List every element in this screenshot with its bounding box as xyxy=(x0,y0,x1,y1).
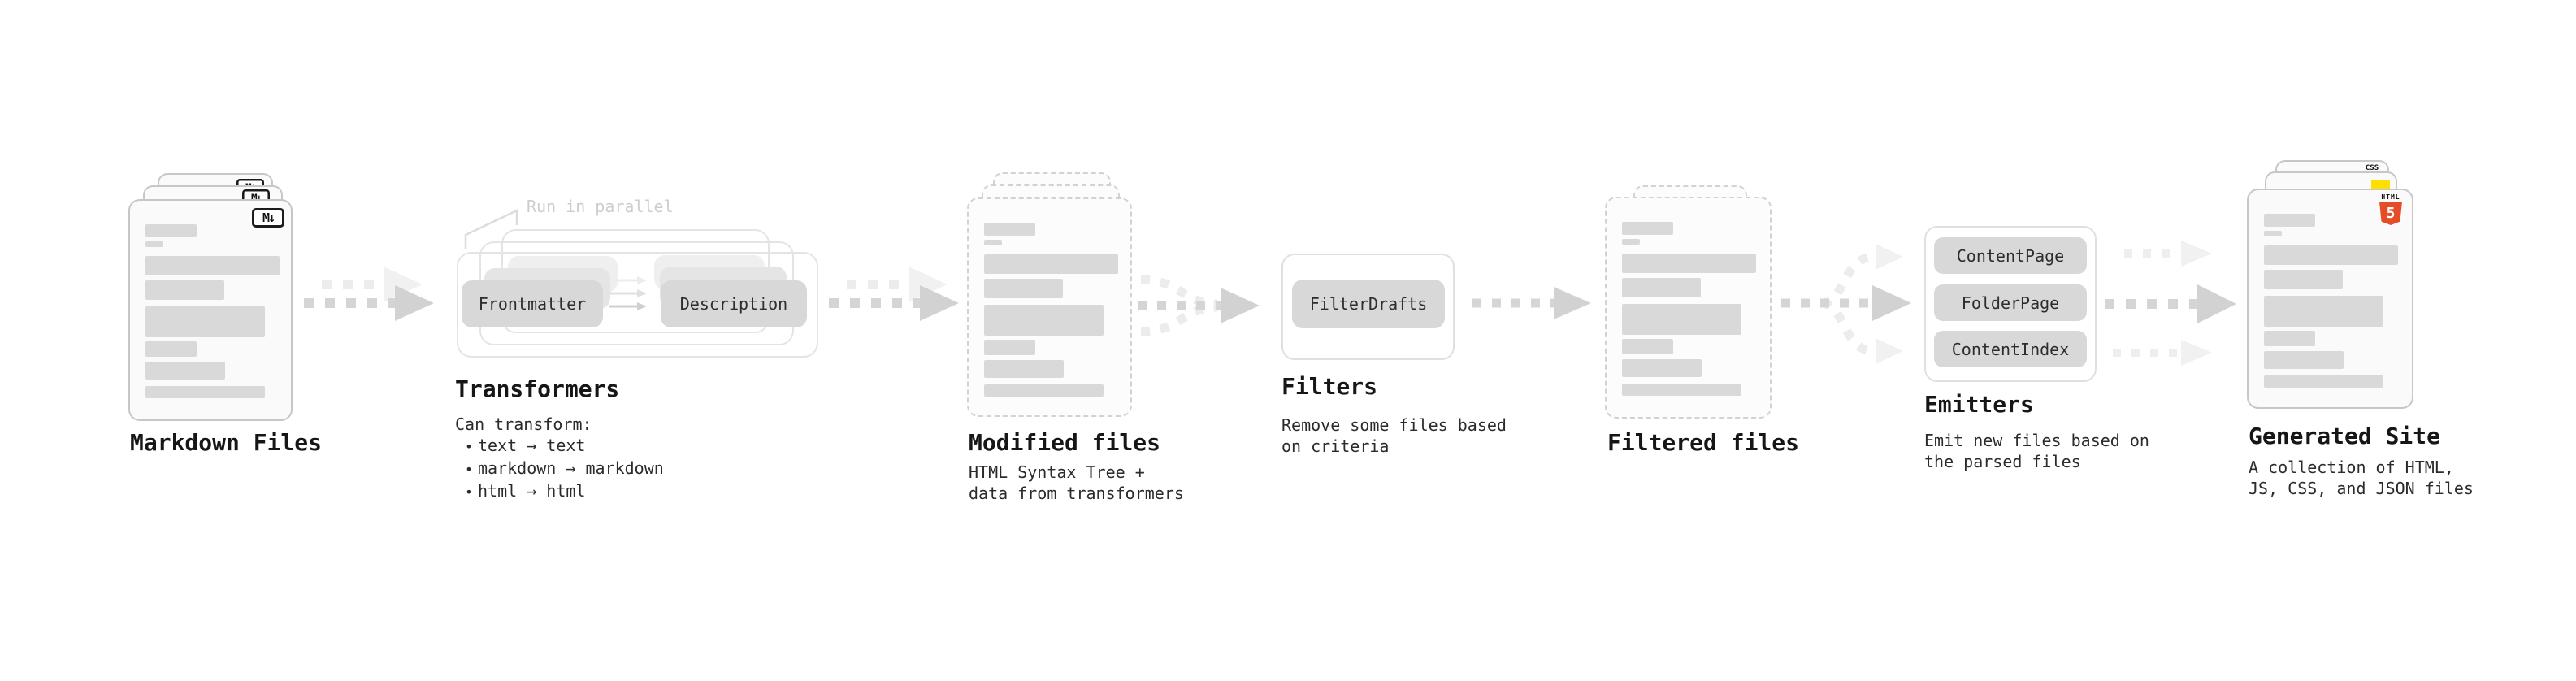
emitter-pill-contentpage: ContentPage xyxy=(1934,237,2087,274)
skeleton-bars xyxy=(2249,190,2412,407)
transformer-pill-description: Description xyxy=(661,280,807,327)
stage-label: Markdown Files xyxy=(130,429,323,456)
skeleton-bars xyxy=(1607,198,1770,417)
parallel-arrows-icon xyxy=(609,276,647,310)
stage-label: Filtered files xyxy=(1607,429,1800,456)
bullet-item: •html → html xyxy=(465,481,586,501)
emitter-pill-folderpage: FolderPage xyxy=(1934,284,2087,321)
transformer-pill-frontmatter: Frontmatter xyxy=(462,280,603,327)
annotation-run-in-parallel: Run in parallel xyxy=(527,197,674,216)
stage-label: Filters xyxy=(1281,373,1378,400)
bullet-item: •markdown → markdown xyxy=(465,458,664,478)
flow-arrow-dual xyxy=(304,267,434,321)
annotation-leader-line xyxy=(464,209,518,249)
transformer-run-frame xyxy=(457,252,818,358)
document-card: HTML 5 xyxy=(2247,189,2413,409)
stage-label: Generated Site xyxy=(2249,423,2441,449)
emitter-pill-contentindex: ContentIndex xyxy=(1934,331,2087,367)
flow-arrow-single xyxy=(1472,287,1591,319)
flow-arrow-merge xyxy=(1138,275,1260,336)
markdown-file-icon: M↓ xyxy=(252,208,284,228)
stage-caption: Emit new files based on the parsed files xyxy=(1924,431,2149,471)
stage-caption: Remove some files based on criteria xyxy=(1281,415,1507,456)
stage-caption: A collection of HTML, JS, CSS, and JSON … xyxy=(2249,458,2474,498)
flow-arrow-triple xyxy=(2105,241,2236,366)
flow-arrow-split xyxy=(1781,244,1911,364)
skeleton-bars xyxy=(969,199,1130,415)
html5-icon: HTML 5 xyxy=(2379,193,2403,225)
document-card: M↓ xyxy=(128,199,293,421)
transform-bullet-list: •text → text •markdown → markdown •html … xyxy=(460,435,664,503)
stage-label: Transformers xyxy=(455,375,620,402)
stage-label: Emitters xyxy=(1924,391,2034,418)
filter-pill-filterdrafts: FilterDrafts xyxy=(1292,280,1445,328)
document-card xyxy=(1605,197,1772,419)
skeleton-bars xyxy=(130,201,291,419)
stage-caption-title: Can transform: xyxy=(455,414,592,434)
flow-arrow-dual xyxy=(829,267,959,321)
document-card xyxy=(967,197,1132,417)
bullet-item: •text → text xyxy=(465,436,586,455)
stage-label: Modified files xyxy=(969,429,1161,456)
stage-caption: HTML Syntax Tree + data from transformer… xyxy=(969,462,1184,503)
